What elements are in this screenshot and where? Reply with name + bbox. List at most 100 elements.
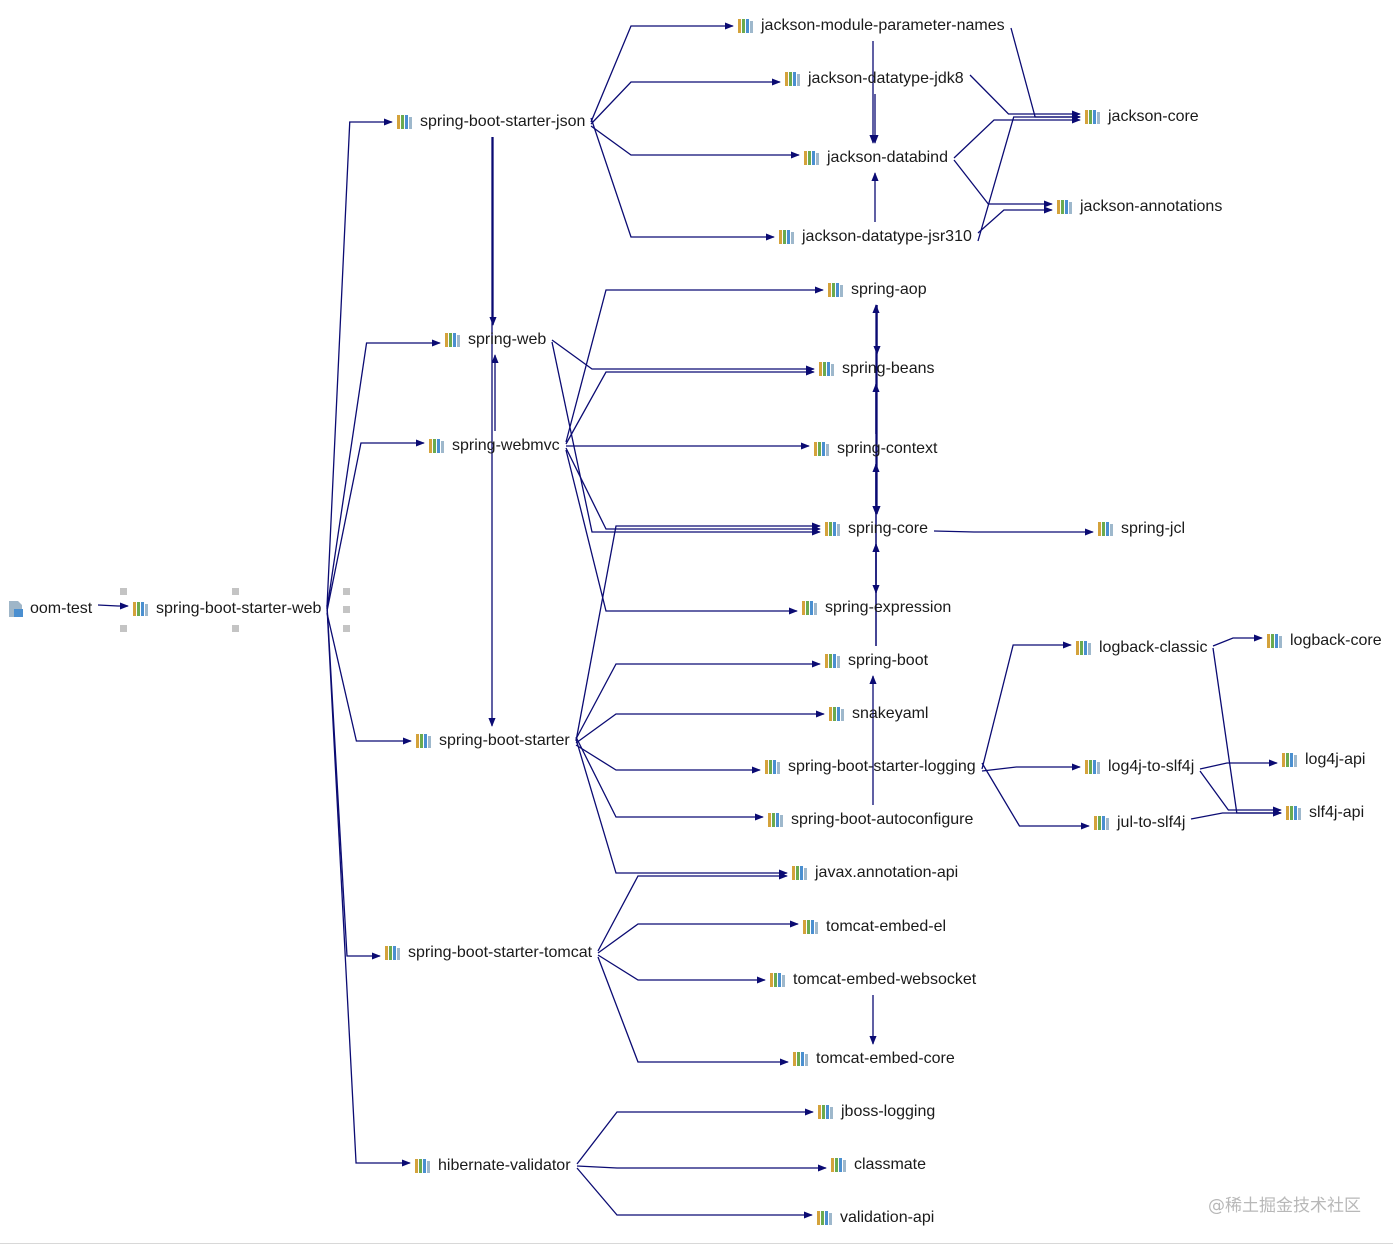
node-tomcat-embed-el[interactable]: tomcat-embed-el [802,916,946,938]
node-jackson-annotations[interactable]: jackson-annotations [1056,196,1222,218]
edge-jul-to-slf4j-to-slf4j-api [1190,809,1282,820]
node-label: spring-expression [825,599,952,616]
library-icon [792,1051,810,1067]
edge-spring-boot-starter-to-javax-annotation-api [575,738,788,877]
node-snakeyaml[interactable]: snakeyaml [828,703,928,725]
library-icon [384,945,402,961]
library-icon [830,1157,848,1173]
node-label: jackson-datatype-jsr310 [802,228,972,245]
edge-spring-boot-starter-web-to-spring-web [326,339,441,610]
library-icon [1084,109,1102,125]
node-label: oom-test [30,600,93,617]
edge-spring-boot-starter-web-to-spring-webmvc [326,439,425,612]
node-jackson-databind[interactable]: jackson-databind [803,147,948,169]
node-spring-web[interactable]: spring-web [444,329,546,351]
edge-spring-boot-starter-tomcat-to-javax-annotation-api [597,872,788,952]
node-jackson-core[interactable]: jackson-core [1084,106,1199,128]
edge-jackson-datatype-jsr310-to-jackson-annotations [977,206,1053,234]
node-jackson-module-parameter-names[interactable]: jackson-module-parameter-names [737,15,1005,37]
library-icon [1097,521,1115,537]
node-spring-boot-starter-web[interactable]: spring-boot-starter-web [132,598,321,620]
edge-spring-boot-starter-to-spring-boot-starter-logging [575,744,761,774]
node-oom-test[interactable]: oom-test [8,598,92,620]
node-javax-annotation-api[interactable]: javax.annotation-api [791,862,958,884]
node-spring-boot-starter-json[interactable]: spring-boot-starter-json [396,111,585,133]
node-spring-boot-starter[interactable]: spring-boot-starter [415,730,570,752]
node-spring-boot[interactable]: spring-boot [824,650,928,672]
node-spring-expression[interactable]: spring-expression [801,597,951,619]
node-spring-core[interactable]: spring-core [824,518,928,540]
library-icon [802,919,820,935]
library-icon [817,1104,835,1120]
node-logback-classic[interactable]: logback-classic [1075,637,1207,659]
node-slf4j-api[interactable]: slf4j-api [1285,802,1364,824]
edge-hibernate-validator-to-classmate [576,1164,827,1172]
edge-oom-test-to-spring-boot-starter-web [97,602,129,610]
selection-handle[interactable] [120,588,127,595]
node-spring-boot-autoconfigure[interactable]: spring-boot-autoconfigure [767,809,973,831]
edge-spring-boot-starter-web-to-spring-boot-starter-tomcat [326,604,381,960]
node-logback-core[interactable]: logback-core [1266,630,1382,652]
selection-handle[interactable] [343,588,350,595]
node-label: jackson-core [1108,108,1199,125]
node-spring-boot-starter-tomcat[interactable]: spring-boot-starter-tomcat [384,942,592,964]
node-label: logback-classic [1099,639,1208,656]
edge-jackson-databind-to-jackson-core [953,116,1081,159]
node-label: spring-boot-autoconfigure [791,811,974,828]
edge-spring-boot-starter-to-snakeyaml [575,710,825,744]
node-hibernate-validator[interactable]: hibernate-validator [414,1155,571,1177]
node-spring-aop[interactable]: spring-aop [827,279,927,301]
selection-handle[interactable] [343,606,350,613]
node-spring-webmvc[interactable]: spring-webmvc [428,435,560,457]
node-jboss-logging[interactable]: jboss-logging [817,1101,935,1123]
edge-spring-webmvc-to-spring-beans [565,368,815,445]
node-tomcat-embed-websocket[interactable]: tomcat-embed-websocket [769,969,976,991]
node-label: classmate [854,1156,927,1173]
node-jackson-datatype-jdk8[interactable]: jackson-datatype-jdk8 [784,68,964,90]
node-label: spring-core [848,520,929,537]
node-spring-context[interactable]: spring-context [813,438,938,460]
node-label: spring-boot-starter [439,732,570,749]
node-log4j-api[interactable]: log4j-api [1281,749,1365,771]
node-spring-boot-starter-logging[interactable]: spring-boot-starter-logging [764,756,976,778]
edge-spring-boot-starter-tomcat-to-tomcat-embed-el [597,920,799,954]
node-label: spring-web [468,331,547,348]
node-classmate[interactable]: classmate [830,1154,926,1176]
node-label: snakeyaml [852,705,929,722]
node-validation-api[interactable]: validation-api [816,1207,934,1229]
edge-spring-webmvc-to-spring-aop [565,286,824,443]
edge-spring-boot-starter-to-spring-core [575,522,821,742]
selection-handle[interactable] [343,625,350,632]
node-label: log4j-to-slf4j [1108,758,1195,775]
node-label: jackson-datatype-jdk8 [808,70,964,87]
node-jackson-datatype-jsr310[interactable]: jackson-datatype-jsr310 [778,226,972,248]
library-icon [414,1158,432,1174]
library-icon [824,521,842,537]
edge-spring-core-to-spring-jcl [933,528,1094,536]
node-label: spring-boot-starter-logging [788,758,976,775]
node-tomcat-embed-core[interactable]: tomcat-embed-core [792,1048,955,1070]
library-icon [824,653,842,669]
node-label: spring-jcl [1121,520,1186,537]
library-icon [396,114,414,130]
selection-handle[interactable] [232,625,239,632]
library-icon [827,282,845,298]
node-label: spring-boot [848,652,929,669]
edge-hibernate-validator-to-jboss-logging [576,1108,814,1165]
node-spring-jcl[interactable]: spring-jcl [1097,518,1185,540]
node-label: tomcat-embed-el [826,918,947,935]
node-label: jackson-databind [827,149,948,166]
node-jul-to-slf4j[interactable]: jul-to-slf4j [1093,812,1185,834]
selection-handle[interactable] [120,625,127,632]
node-spring-beans[interactable]: spring-beans [818,358,935,380]
selection-handle[interactable] [232,588,239,595]
edge-log4j-to-slf4j-to-slf4j-api [1199,770,1282,814]
node-log4j-to-slf4j[interactable]: log4j-to-slf4j [1084,756,1194,778]
edge-spring-boot-starter-web-to-hibernate-validator [326,606,411,1167]
edge-log4j-to-slf4j-to-log4j-api [1199,759,1278,770]
node-label: spring-beans [842,360,935,377]
node-label: slf4j-api [1309,804,1365,821]
library-icon [444,332,462,348]
edge-logback-classic-to-slf4j-api [1212,647,1282,817]
